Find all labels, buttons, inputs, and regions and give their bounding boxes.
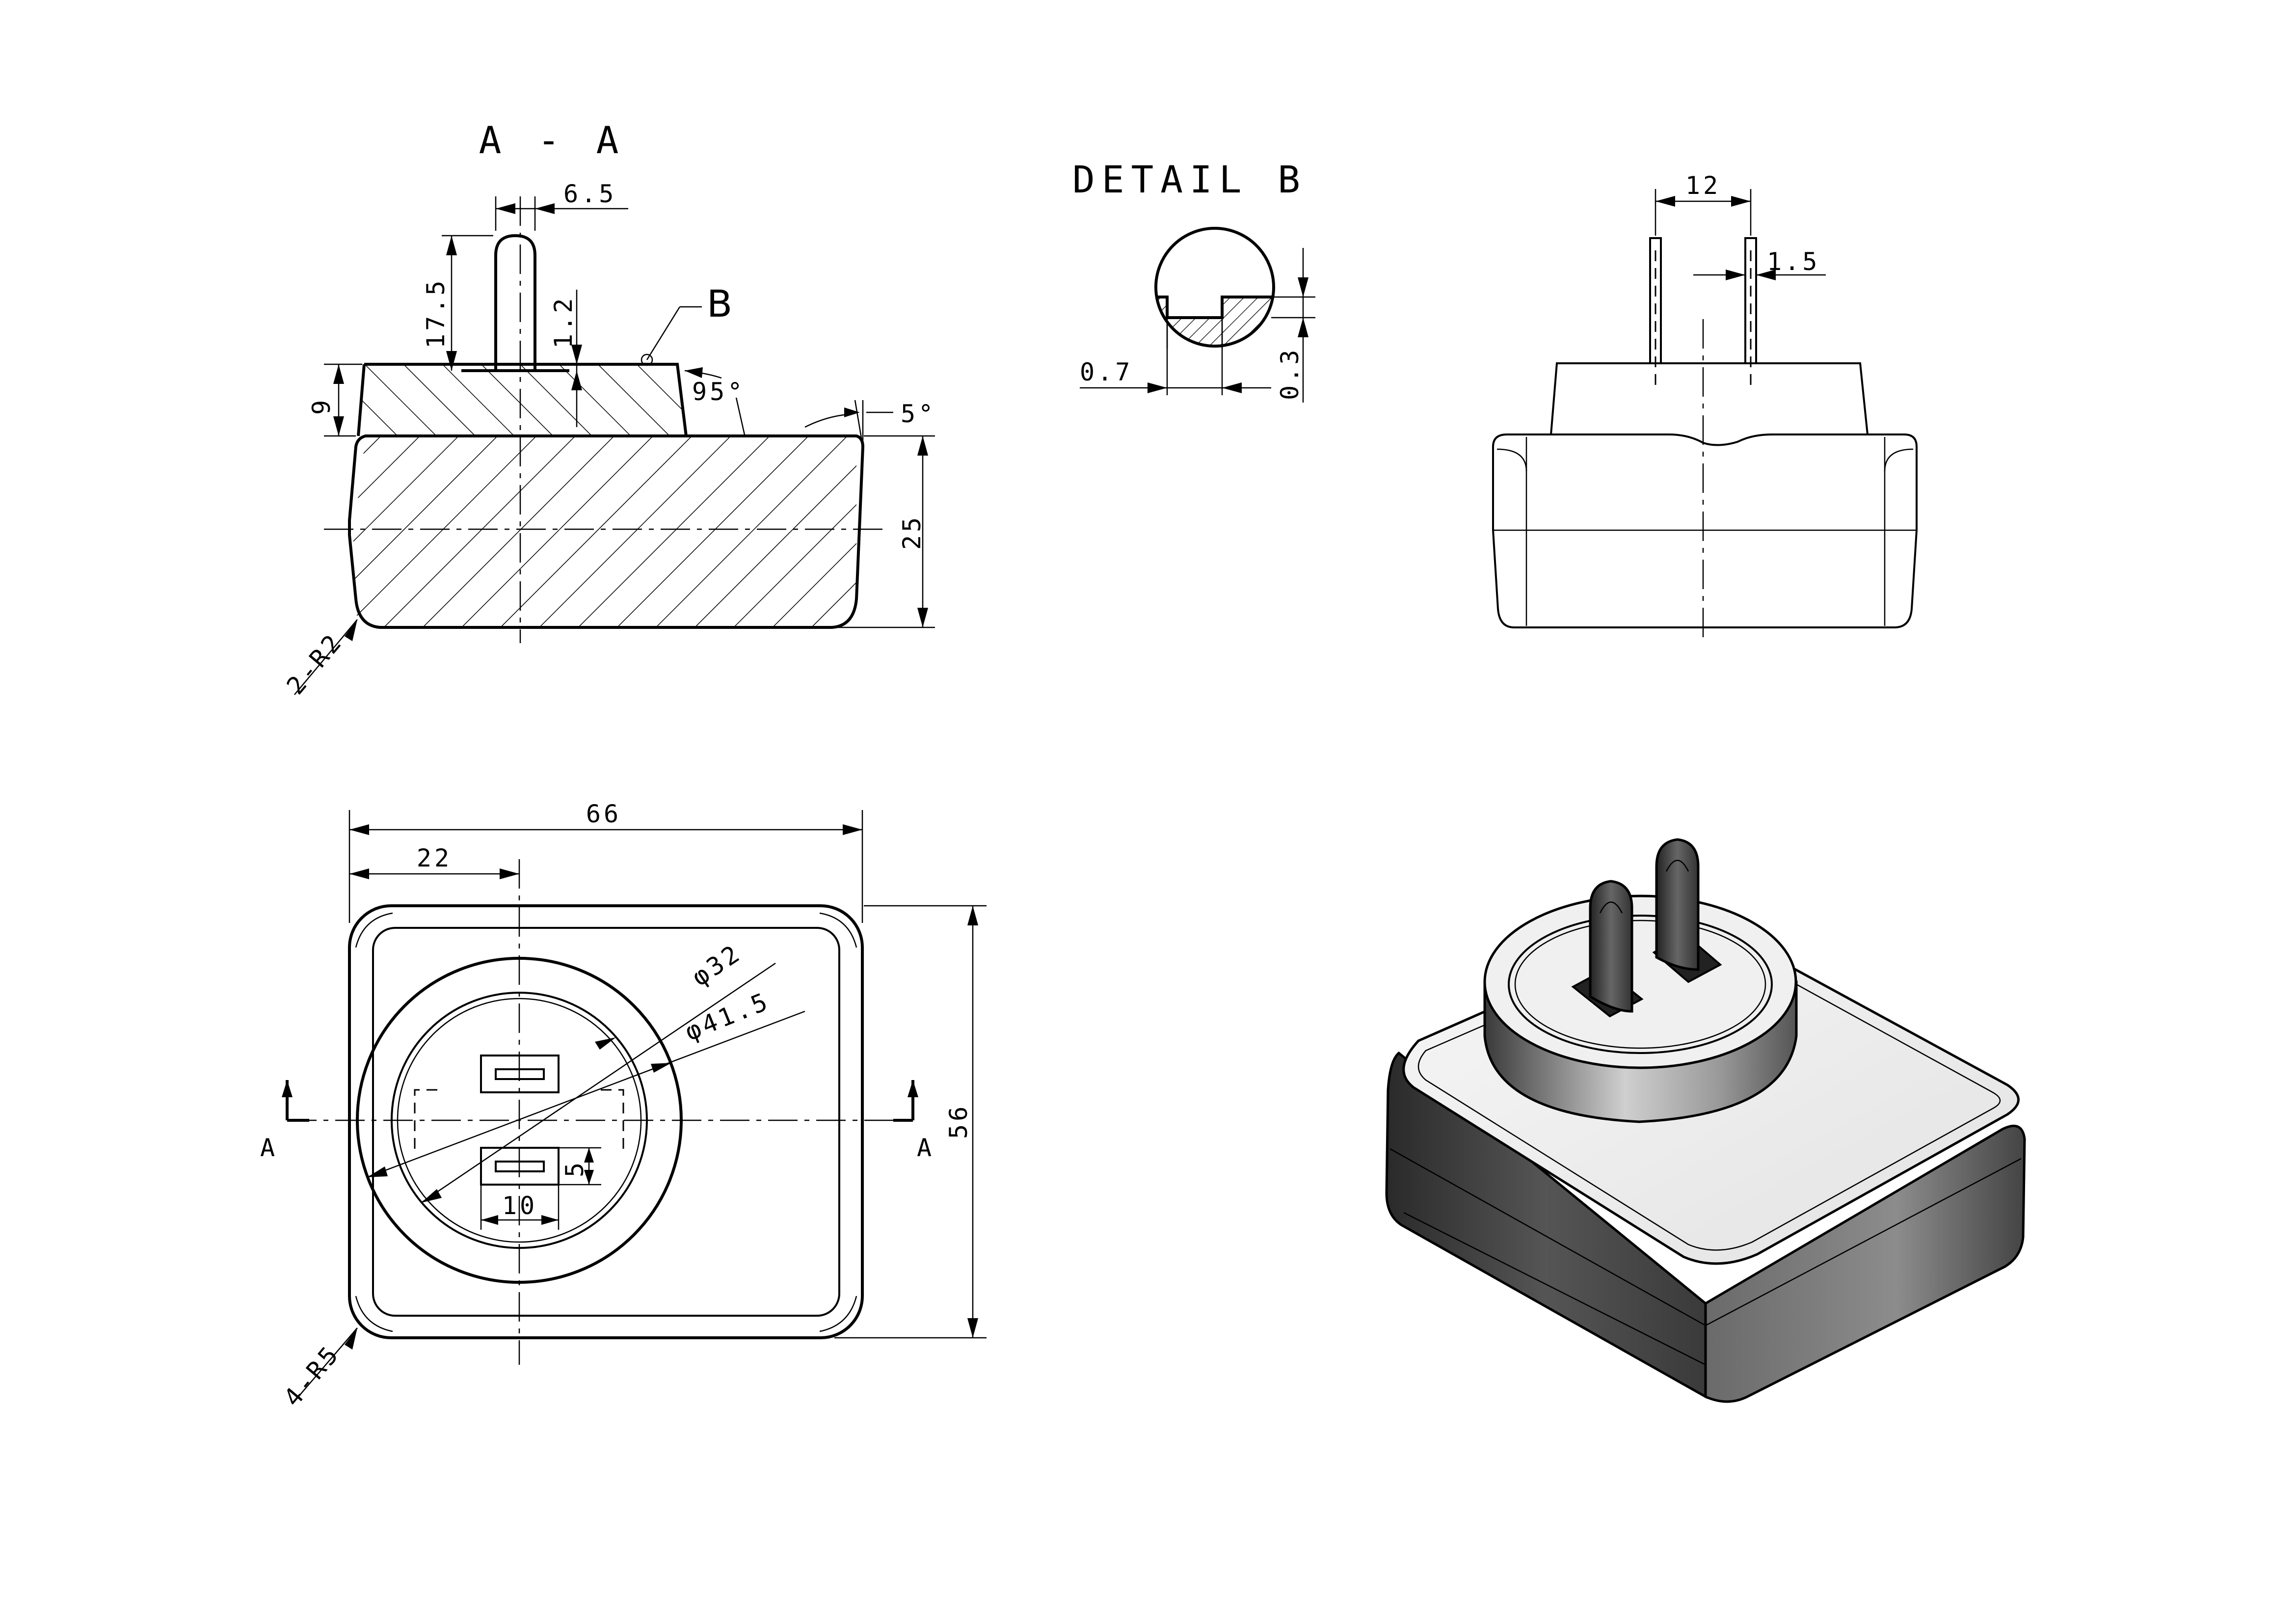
svg-text:12: 12 xyxy=(1685,171,1721,200)
iso-right-face xyxy=(1704,1124,2026,1403)
section-boss-hatch xyxy=(358,364,686,436)
dim-groove-depth: 0.3 xyxy=(1271,248,1315,403)
detail-b-circle xyxy=(1154,227,1275,348)
detail-b-surface xyxy=(1157,296,1272,319)
dim-groove-width: 0.7 xyxy=(1080,319,1271,395)
detail-view-title: DETAIL B xyxy=(1072,158,1307,201)
svg-text:0.7: 0.7 xyxy=(1080,358,1133,386)
dim-blade-thickness: 1.5 xyxy=(1693,247,1826,280)
dim-corner-radius-r5: 4-R5 xyxy=(278,1327,358,1412)
svg-text:22: 22 xyxy=(417,844,452,872)
dim-angle-95: 95° xyxy=(684,367,746,437)
svg-text:B: B xyxy=(707,282,732,325)
side-view: 12 1.5 xyxy=(1492,171,1918,643)
svg-text:25: 25 xyxy=(898,514,926,550)
svg-text:2-R2: 2-R2 xyxy=(281,627,348,700)
section-boss-outline xyxy=(357,363,688,436)
side-body-outline xyxy=(1492,433,1918,628)
dim-body-height: 25 xyxy=(834,435,935,628)
dim-angle-5: 5° xyxy=(804,400,936,447)
dim-slot-length: 10 xyxy=(480,1186,560,1230)
svg-text:0.3: 0.3 xyxy=(1276,347,1304,400)
svg-text:5°: 5° xyxy=(901,400,936,428)
iso-prong-right xyxy=(1655,838,1700,971)
svg-text:10: 10 xyxy=(502,1191,537,1220)
svg-text:56: 56 xyxy=(944,1104,973,1139)
svg-text:φ32: φ32 xyxy=(687,938,747,992)
svg-text:1.2: 1.2 xyxy=(549,296,578,349)
svg-text:95°: 95° xyxy=(692,378,745,406)
svg-text:17.5: 17.5 xyxy=(422,278,450,349)
top-view: A A 66 22 φ32 xyxy=(260,800,987,1412)
isometric-view xyxy=(1385,838,2026,1403)
detail-b-callout: B xyxy=(641,282,732,366)
section-blade xyxy=(494,234,536,371)
section-view-a-a: A - A 6.5 17.5 xyxy=(281,118,936,700)
section-body-hatch xyxy=(353,436,856,627)
dim-step-height: 1.2 xyxy=(549,290,582,427)
dim-overall-width: 66 xyxy=(348,800,863,923)
section-view-title: A - A xyxy=(479,118,626,162)
section-marker-right: A xyxy=(893,1080,934,1162)
dim-blade-height: 17.5 xyxy=(422,235,493,371)
svg-text:4-R5: 4-R5 xyxy=(278,1339,346,1412)
dim-blade-offset: 22 xyxy=(349,844,519,879)
iso-boss-top xyxy=(1483,894,1797,1069)
svg-text:5: 5 xyxy=(561,1160,589,1177)
side-boss xyxy=(1550,362,1869,435)
dim-slot-width: 5 xyxy=(560,1147,601,1186)
svg-text:66: 66 xyxy=(586,800,621,828)
svg-text:1.5: 1.5 xyxy=(1767,247,1820,276)
dim-boss-height: 9 xyxy=(307,363,362,437)
dim-overall-height: 56 xyxy=(834,905,987,1339)
dim-outer-diameter: φ41.5 xyxy=(367,987,805,1178)
dim-corner-radius-r2: 2-R2 xyxy=(281,619,358,700)
top-body-outline xyxy=(348,904,864,1339)
detail-b-view: DETAIL B 0.7 0.3 xyxy=(1072,158,1315,403)
svg-text:A: A xyxy=(917,1134,934,1162)
svg-text:A: A xyxy=(260,1134,278,1162)
section-marker-left: A xyxy=(260,1080,309,1162)
dim-blade-spacing: 12 xyxy=(1655,171,1752,236)
iso-prong-left xyxy=(1589,880,1633,1013)
dim-blade-width: 6.5 xyxy=(495,180,628,231)
svg-text:9: 9 xyxy=(307,397,336,415)
top-body-inner xyxy=(372,927,840,1317)
iso-left-face xyxy=(1385,1051,1707,1399)
svg-text:6.5: 6.5 xyxy=(563,180,616,208)
